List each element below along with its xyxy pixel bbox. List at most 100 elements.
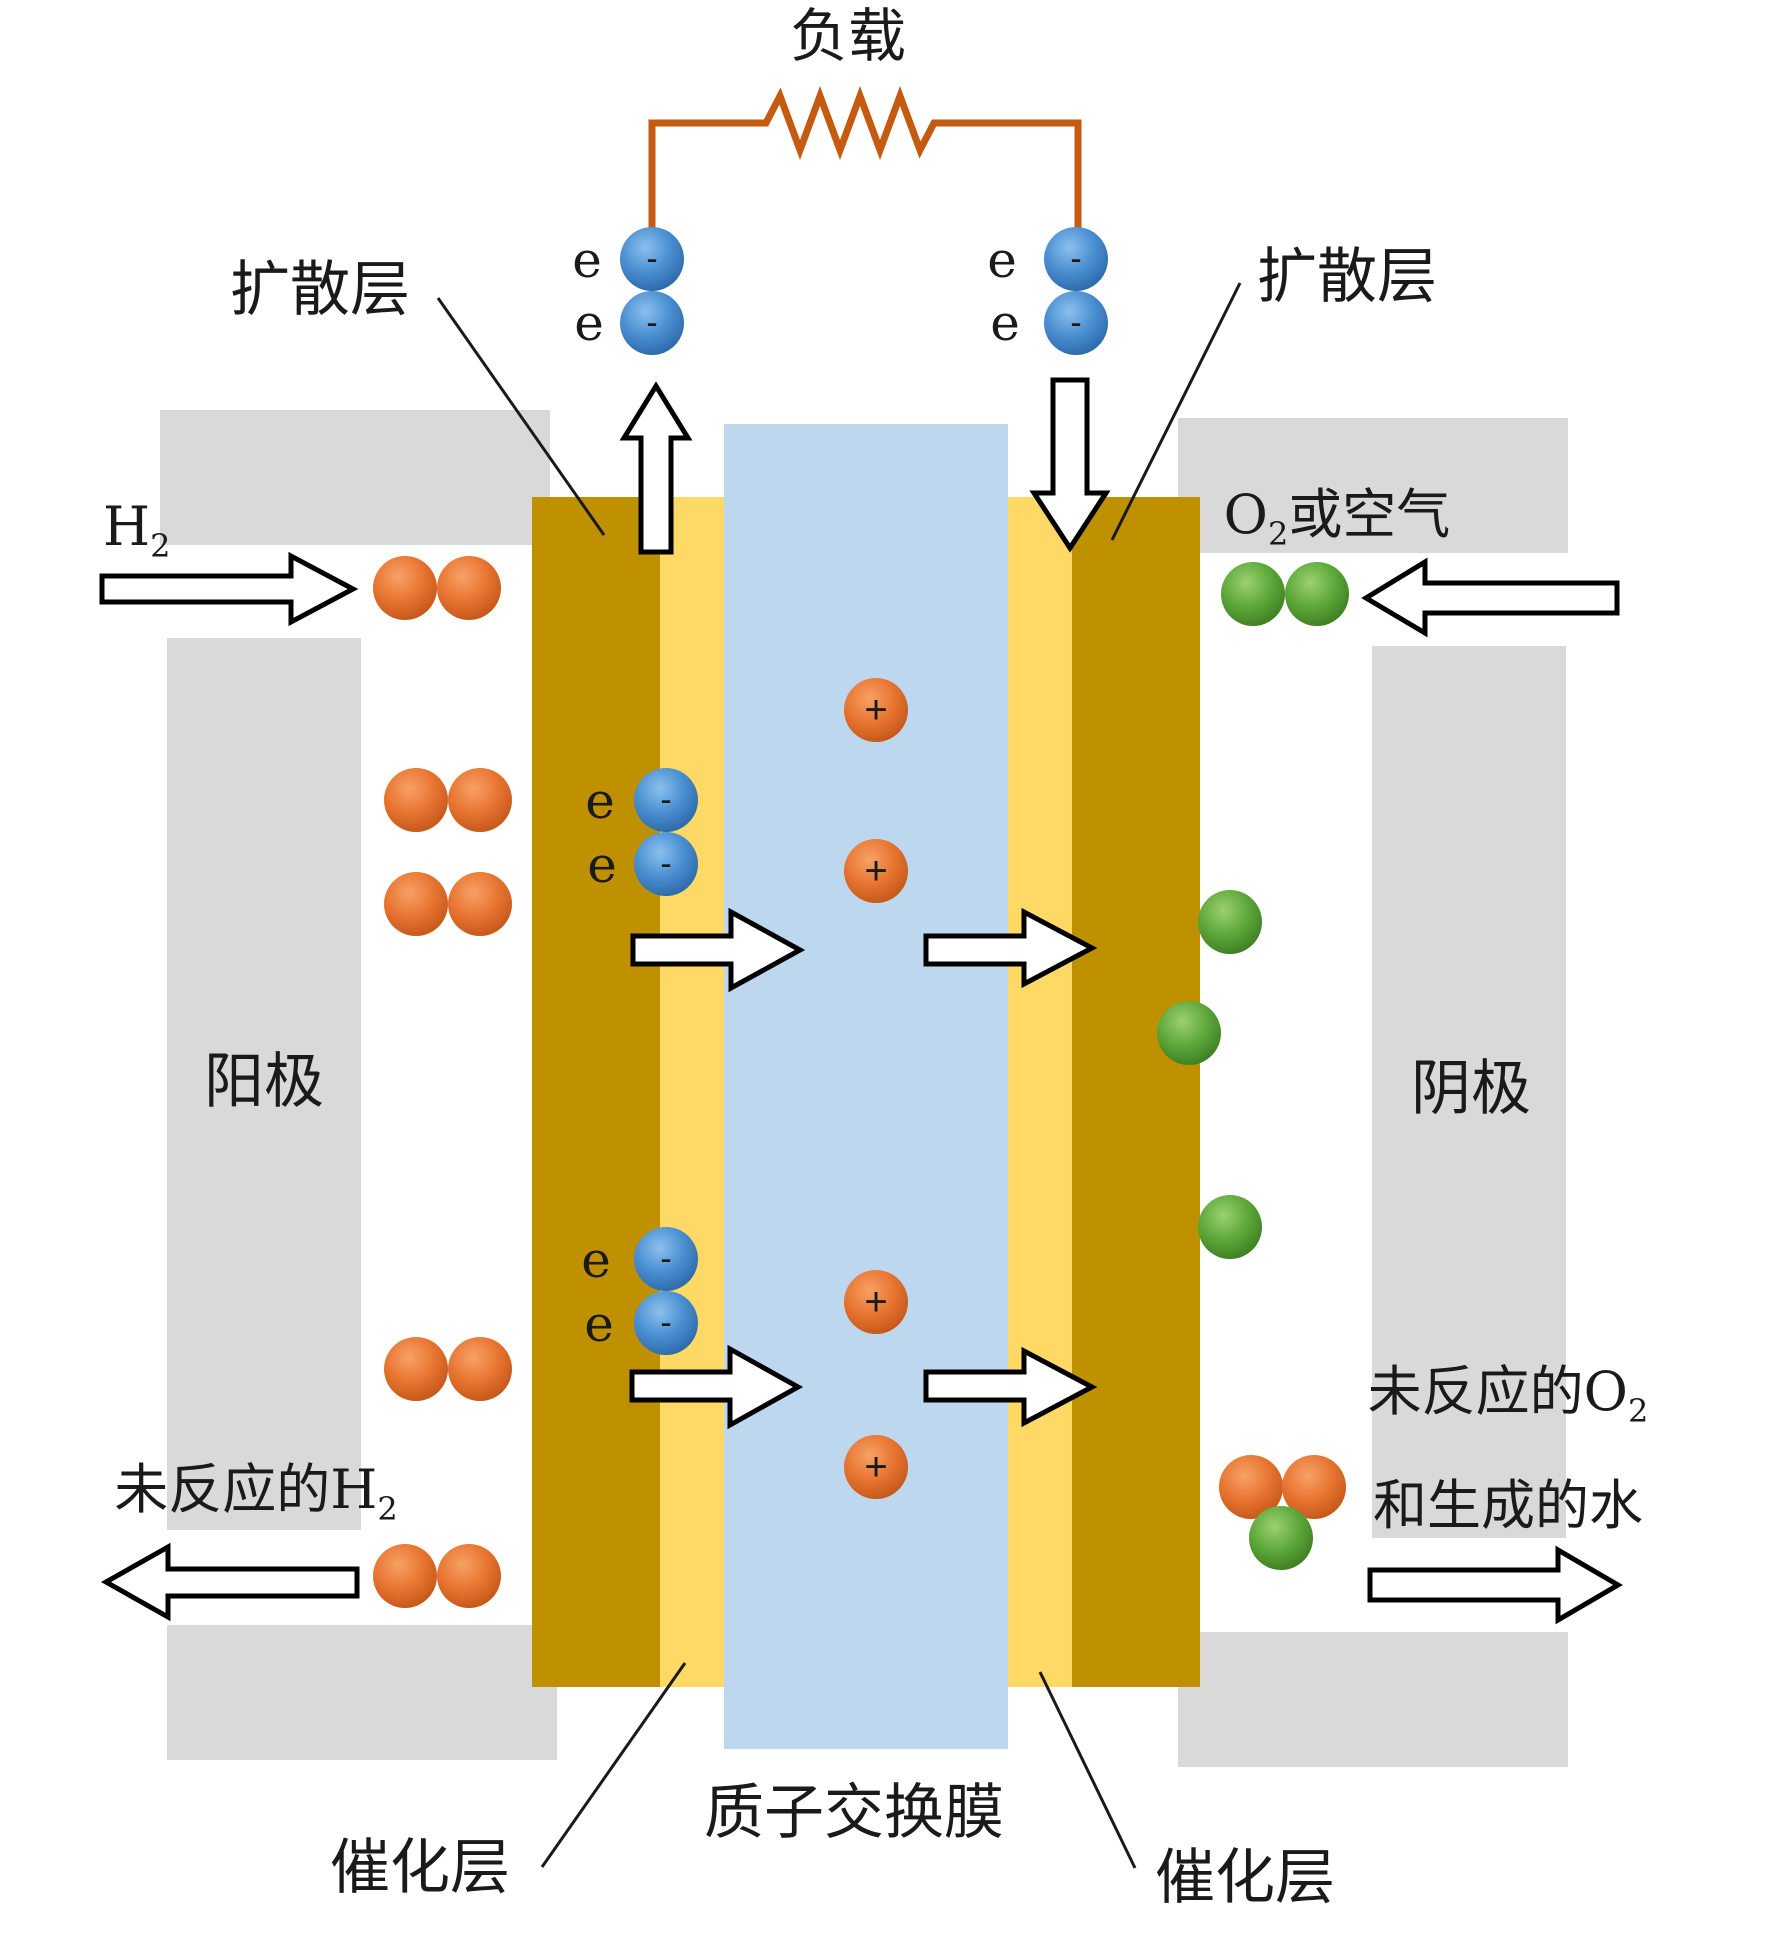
proton-ball	[844, 1270, 908, 1334]
h2-outlet-arrow	[100, 1542, 360, 1622]
unreacted-h2-label: 未反应的H2	[114, 1458, 397, 1528]
cathode-top-plate	[1178, 418, 1568, 553]
o2-subscript: 2	[1268, 515, 1288, 553]
hydrogen-atom	[373, 556, 437, 620]
electron-ball	[620, 291, 684, 355]
catalyst-layer-right	[1008, 497, 1072, 1687]
water-hydrogen-atom	[1282, 1455, 1346, 1519]
electron-particle: - e	[584, 1291, 698, 1355]
proton-particle: +	[844, 678, 908, 742]
hydrogen-atom	[384, 872, 448, 936]
proton-arrow-left-lower	[629, 1344, 804, 1430]
proton-particle: +	[844, 1435, 908, 1499]
electron-letter: e	[584, 1295, 614, 1353]
generated-water-label: 和生成的水	[1373, 1474, 1643, 1537]
proton-arrow-right-lower	[923, 1346, 1098, 1428]
o2-suffix: 或空气	[1288, 483, 1450, 546]
anode-plate	[167, 638, 361, 1530]
o2-symbol: O	[1224, 483, 1268, 546]
hydrogen-atom	[437, 1544, 501, 1608]
electron-ball	[620, 227, 684, 291]
unreacted-o2-label: 未反应的O2	[1368, 1360, 1649, 1430]
hydrogen-atom	[448, 872, 512, 936]
hydrogen-atom	[448, 768, 512, 832]
unreacted-h2-subscript: 2	[377, 1490, 397, 1528]
diffusion-layer-left	[532, 497, 660, 1687]
electron-sign: -	[1070, 304, 1081, 342]
electron-sign: -	[660, 1240, 671, 1278]
hydrogen-atom	[384, 1337, 448, 1401]
electron-sign: -	[646, 240, 657, 278]
h2-inlet-arrow	[99, 551, 359, 627]
cathode-label: 阴极	[1411, 1054, 1531, 1124]
o2-inlet-label: O2或空气	[1224, 483, 1451, 553]
membrane-label: 质子交换膜	[704, 1778, 1004, 1848]
proton-ball	[844, 839, 908, 903]
diffusion-layer-label-right: 扩散层	[1257, 242, 1437, 312]
unreacted-o2-subscript: 2	[1628, 1392, 1648, 1430]
cathode-outlet-arrow	[1367, 1545, 1623, 1625]
anode-bottom-plate	[167, 1625, 557, 1760]
catalyst-layer-label-left: 催化层	[330, 1833, 510, 1903]
diffusion-layer-label-left: 扩散层	[230, 255, 410, 325]
proton-sign: +	[864, 1445, 887, 1489]
diffusion-layer-right	[1072, 497, 1200, 1687]
electron-letter: e	[585, 772, 615, 830]
electron-letter: e	[587, 836, 617, 894]
leader-diffusion-left	[436, 297, 606, 536]
electron-sign: -	[646, 304, 657, 342]
water-hydrogen-atom	[1219, 1455, 1283, 1519]
electron-letter: e	[987, 231, 1017, 289]
proton-arrow-left-upper	[630, 907, 806, 993]
electron-up-arrow	[619, 381, 693, 555]
electron-sign: -	[660, 781, 671, 819]
electron-particle: - e	[572, 227, 684, 291]
proton-arrow-right-upper	[923, 907, 1098, 989]
anode-top-plate	[160, 410, 550, 545]
proton-particle: +	[844, 839, 908, 903]
hydrogen-molecules	[373, 556, 512, 1608]
electron-particle: - e	[587, 832, 698, 896]
cathode-bottom-plate	[1178, 1632, 1568, 1767]
electron-letter: e	[572, 231, 602, 289]
hydrogen-atom	[448, 1337, 512, 1401]
electron-ball	[1044, 227, 1108, 291]
unreacted-o2-text: 未反应的O	[1368, 1360, 1628, 1423]
anode-label: 阳极	[204, 1047, 324, 1117]
h2-subscript: 2	[150, 527, 170, 565]
proton-particle: +	[844, 1270, 908, 1334]
hydrogen-atom	[384, 768, 448, 832]
electron-letter: e	[581, 1231, 611, 1289]
electron-ball	[634, 832, 698, 896]
unreacted-h2-text: 未反应的H	[114, 1458, 377, 1521]
leader-catalyst-right	[1038, 1671, 1137, 1869]
electron-letter: e	[574, 294, 604, 352]
leader-diffusion-right	[1110, 282, 1242, 541]
water-oxygen-atom	[1249, 1506, 1313, 1570]
oxygen-atom	[1198, 890, 1262, 954]
proton-sign: +	[864, 688, 887, 732]
proton-sign: +	[864, 849, 887, 893]
electron-particle: - e	[585, 768, 698, 832]
electron-ball	[1044, 291, 1108, 355]
electron-sign: -	[1070, 240, 1081, 278]
load-wire-with-resistor	[648, 85, 1082, 233]
catalyst-layer-left	[660, 497, 724, 1687]
electron-letter: e	[990, 294, 1020, 352]
oxygen-particles	[1157, 562, 1349, 1259]
electron-particle: - e	[574, 291, 684, 355]
electron-ball	[634, 768, 698, 832]
o2-inlet-arrow	[1361, 557, 1620, 638]
oxygen-atom	[1221, 562, 1285, 626]
hydrogen-atom	[373, 1544, 437, 1608]
load-label: 负载	[790, 2, 906, 70]
h2-inlet-label: H2	[103, 495, 170, 565]
electron-particle: - e	[581, 1227, 698, 1291]
water-molecule	[1219, 1455, 1346, 1570]
hydrogen-atom	[437, 556, 501, 620]
catalyst-layer-label-right: 催化层	[1155, 1843, 1335, 1913]
oxygen-atom	[1157, 1001, 1221, 1065]
leader-catalyst-left	[540, 1662, 687, 1868]
